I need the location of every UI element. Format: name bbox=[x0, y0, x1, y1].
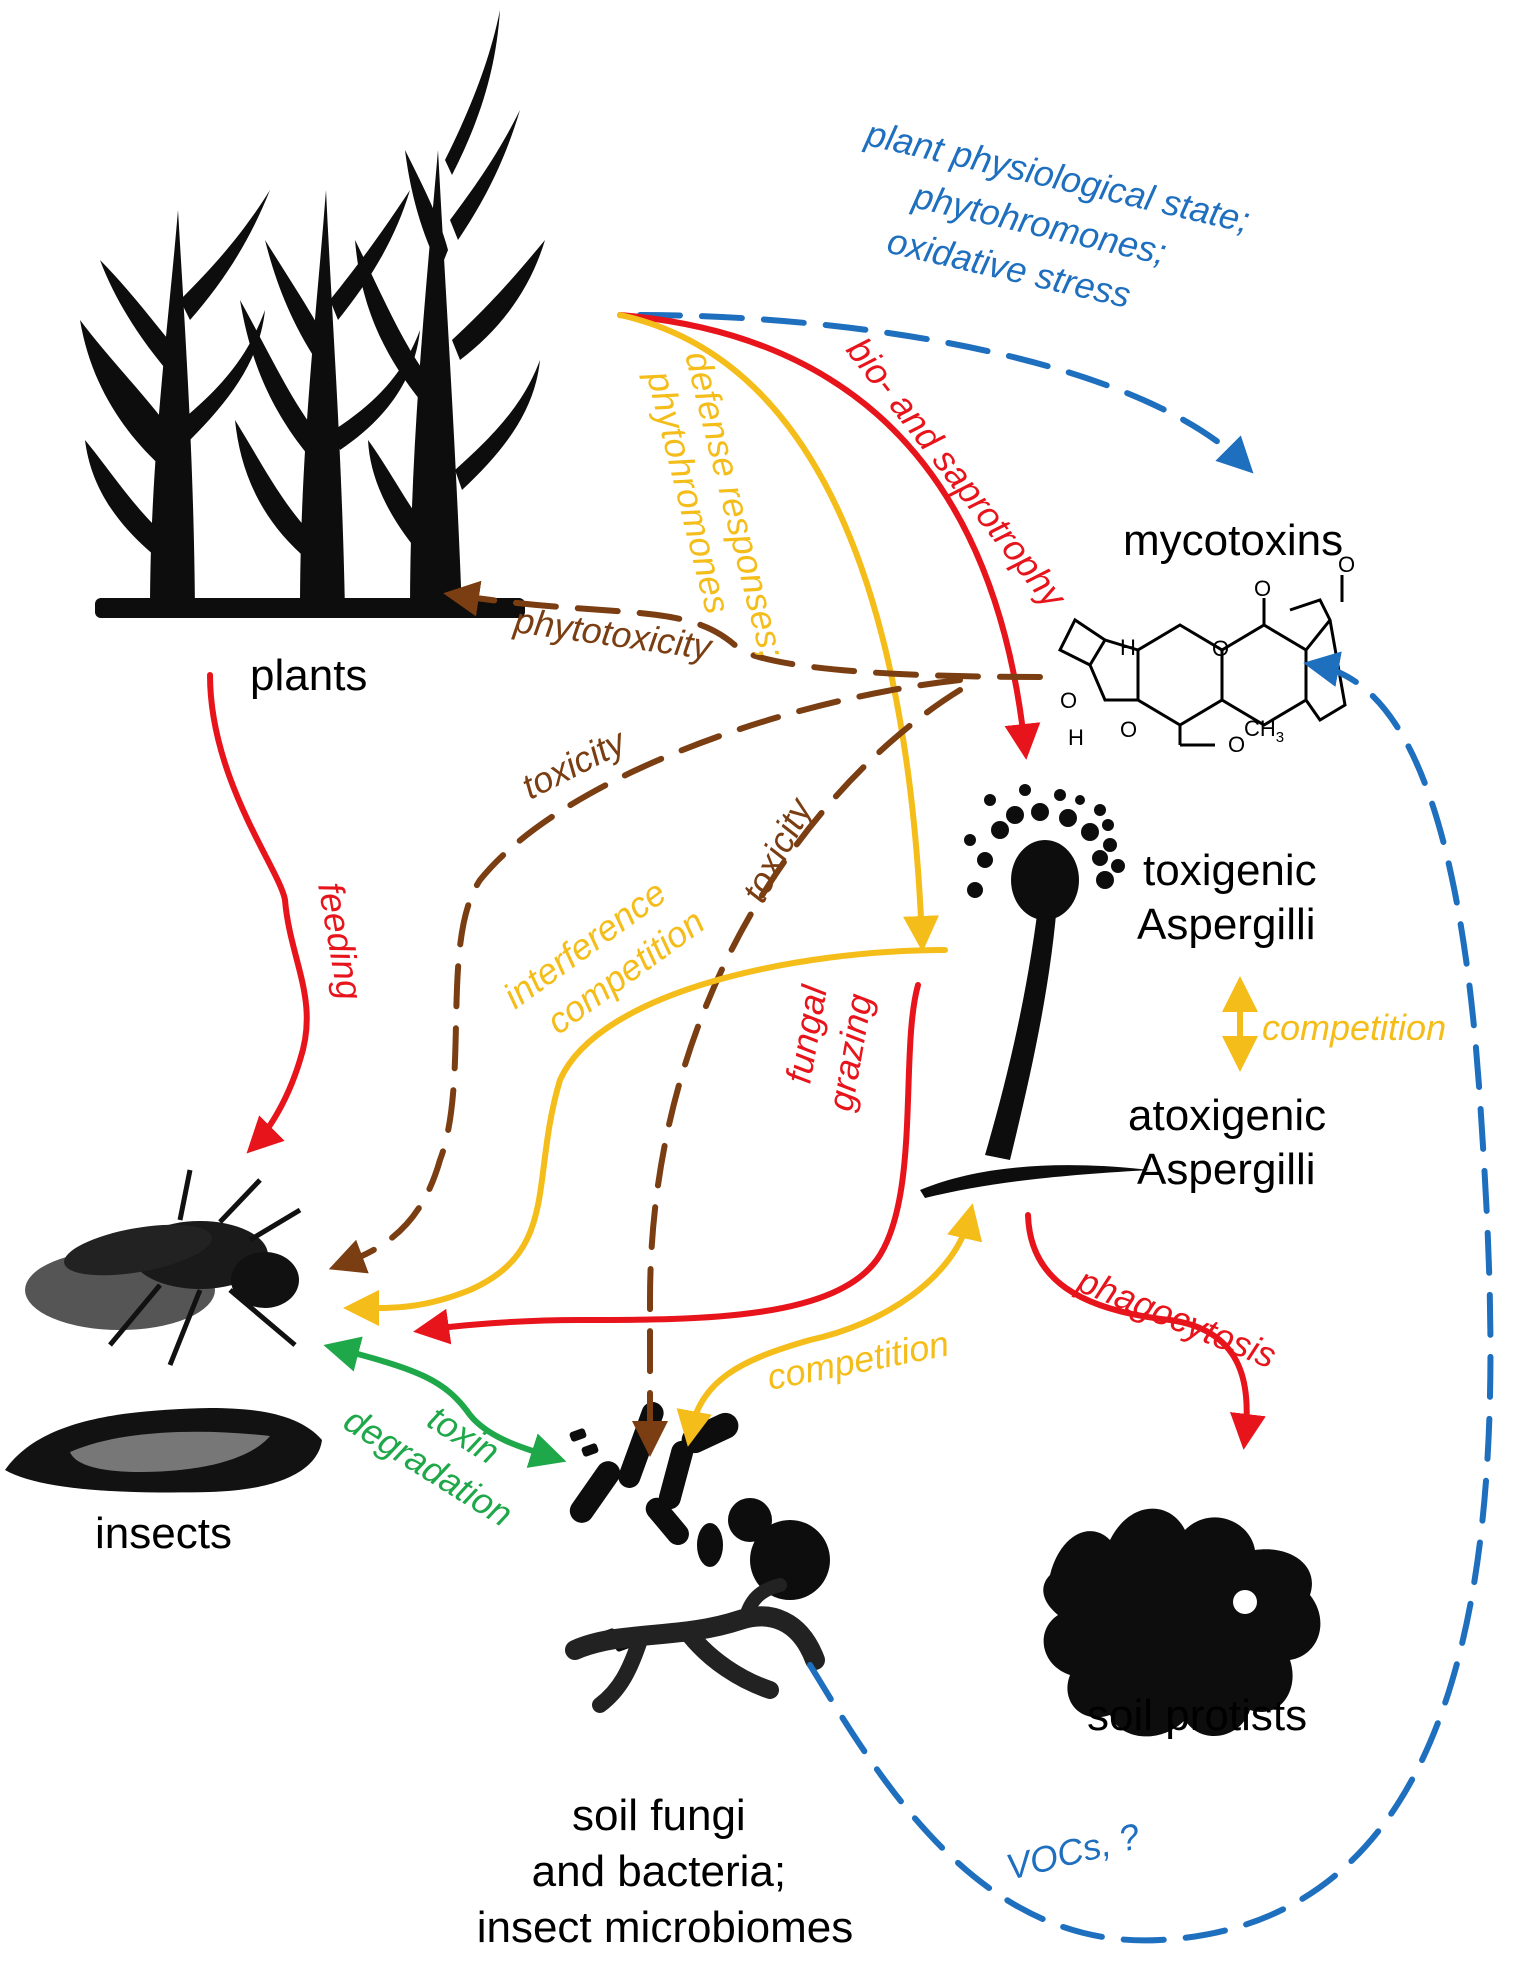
edge-label-bio-saprotrophy: bio- and saprotrophy bbox=[839, 330, 1076, 617]
arrow-mycotoxins-soilfungi-brown bbox=[632, 687, 963, 1457]
edge-label-fungal-grazing: fungalgrazing bbox=[774, 982, 881, 1114]
arrow-insects-soilfungi-green bbox=[323, 1336, 567, 1468]
arrow-soilfungi-mycotoxins-blue bbox=[807, 651, 1494, 1944]
atom-label: H bbox=[1068, 725, 1084, 750]
arrow-aspergilli-soilfungi-yellow bbox=[676, 1203, 983, 1447]
amoeba-icon bbox=[1043, 1508, 1321, 1737]
node-soil-protists: soil protists bbox=[1087, 1691, 1307, 1740]
atom-label: O bbox=[1228, 732, 1245, 757]
atom-label: H bbox=[1120, 635, 1136, 660]
fly-icon bbox=[25, 1169, 302, 1366]
node-soil-fungi: soil fungi and bacteria; insect microbio… bbox=[477, 1791, 854, 1952]
edge-label-toxicity-left: toxicity bbox=[515, 720, 633, 807]
edge-label-competition-right: competition bbox=[1262, 1007, 1446, 1048]
atom-label: O bbox=[1060, 688, 1077, 713]
edge-label-blue-top: plant physiological state;phytohromones;… bbox=[839, 112, 1254, 338]
edge-label-vocs: VOCs, ? bbox=[1002, 1815, 1144, 1888]
aflatoxin-atom-labels: O O O H O O O H CH3 bbox=[1060, 552, 1355, 757]
svg-text:interferencecompetition: interferencecompetition bbox=[496, 863, 712, 1053]
atom-label: O bbox=[1254, 576, 1271, 601]
plants-icon bbox=[80, 10, 545, 618]
arrow-plants-insects-red bbox=[207, 672, 310, 1154]
svg-text:plant physiological state;phyt: plant physiological state;phytohromones;… bbox=[839, 112, 1254, 338]
node-toxigenic-aspergilli: toxigenic Aspergilli bbox=[1137, 846, 1329, 949]
aspergillus-icon bbox=[920, 784, 1150, 1198]
arrow-plants-aspergilli-yellow bbox=[617, 312, 940, 952]
atom-label: O bbox=[1338, 552, 1355, 577]
aflatoxin-structure-icon bbox=[1057, 575, 1347, 747]
edge-label-competition-bottom: competition bbox=[764, 1322, 953, 1397]
svg-text:fungalgrazing: fungalgrazing bbox=[774, 982, 880, 1114]
node-plants: plants bbox=[250, 651, 367, 700]
edge-label-interference: interferencecompetition bbox=[496, 863, 712, 1053]
arrow-aspergilli-protists-red bbox=[1025, 1212, 1266, 1450]
arrows bbox=[207, 312, 1494, 1944]
edge-label-phagocytosis: phagocytosis bbox=[1071, 1259, 1282, 1376]
arrow-plants-mycotoxins-blue bbox=[637, 312, 1254, 474]
atom-label: O bbox=[1212, 636, 1229, 661]
edge-label-feeding: feeding bbox=[310, 879, 371, 1002]
methyl-label: CH3 bbox=[1244, 716, 1284, 746]
arrow-aspergilli-insects-yellow bbox=[343, 947, 948, 1327]
edge-label-toxicity-mid: toxicity bbox=[734, 790, 821, 908]
arrow-mycotoxins-insects-brown bbox=[328, 677, 963, 1274]
larva-icon bbox=[5, 1408, 322, 1493]
microbes-icon bbox=[565, 1402, 830, 1713]
atom-label: O bbox=[1120, 717, 1137, 742]
node-mycotoxins: mycotoxins bbox=[1123, 516, 1343, 565]
arrow-plants-aspergilli-red bbox=[617, 312, 1041, 760]
node-insects: insects bbox=[95, 1509, 232, 1558]
arrow-mycotoxins-plants-brown bbox=[443, 580, 1043, 680]
node-atoxigenic-aspergilli: atoxigenic Aspergilli bbox=[1128, 1091, 1338, 1194]
